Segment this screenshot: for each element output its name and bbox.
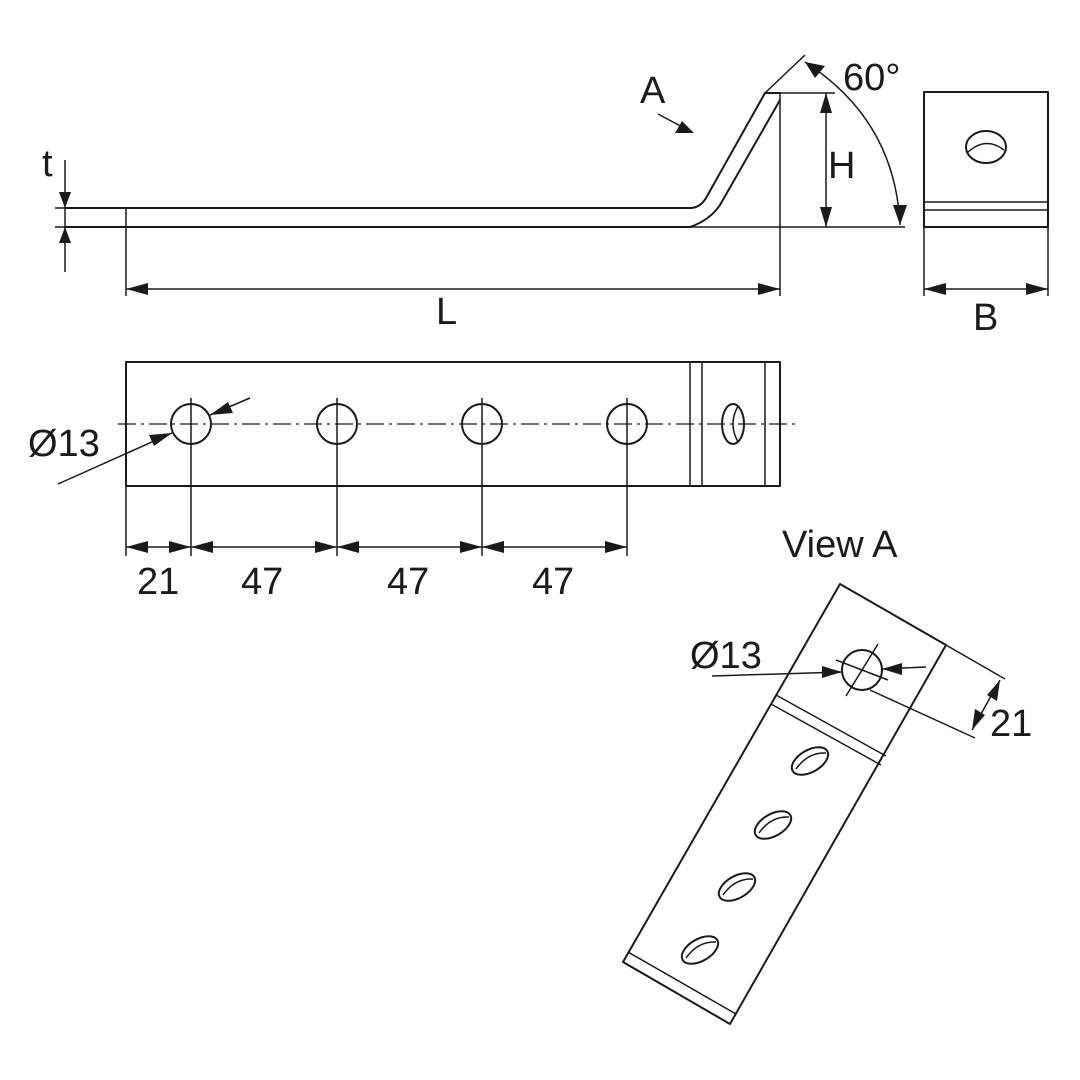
plan-view: Ø13 21 47 47 47 [28,361,795,603]
height-dimension: H [690,92,905,228]
width-label: B [973,297,998,339]
view-a-diameter-leader: Ø13 [690,635,927,678]
plan-diameter-label: Ø13 [28,423,100,465]
thickness-label: t [42,143,53,185]
spacing-3-label: 47 [532,561,574,603]
width-dimension: B [924,283,1048,339]
view-a-holes [680,746,830,965]
side-view: t L H 60° A [42,54,907,333]
view-a-hole-4 [680,935,720,965]
height-label: H [828,145,855,187]
view-a-offset-dimension: 21 [869,644,1032,745]
end-view-hole [965,130,1007,164]
view-a: View A Ø13 [622,524,1032,1025]
view-a-arrow: A [640,70,694,133]
view-a-hole-3 [717,872,757,902]
plan-diameter-leader: Ø13 [28,397,251,485]
view-a-hole-2 [753,810,793,840]
view-arrow-label: A [640,70,666,112]
end-view-outline [923,91,1049,228]
side-view-top-outline [64,92,781,209]
length-label: L [436,291,457,333]
view-a-outline [622,583,947,1025]
view-a-offset-label: 21 [990,703,1032,745]
view-a-title: View A [782,524,898,566]
thickness-dimension: t [42,143,120,272]
spacing-2-label: 47 [387,561,429,603]
angle-dimension: 60° [764,54,907,226]
spacing-1-label: 47 [241,561,283,603]
view-a-diameter-label: Ø13 [690,635,762,677]
end-view: B [923,91,1049,339]
length-dimension: L [126,283,780,333]
view-a-hole-1 [790,746,830,776]
view-a-top-hole [841,649,883,691]
plan-hole-bent [721,403,745,445]
spacing-first-label: 21 [137,561,179,603]
angle-label: 60° [843,57,900,99]
spacing-dimensions: 21 47 47 47 [126,541,627,603]
